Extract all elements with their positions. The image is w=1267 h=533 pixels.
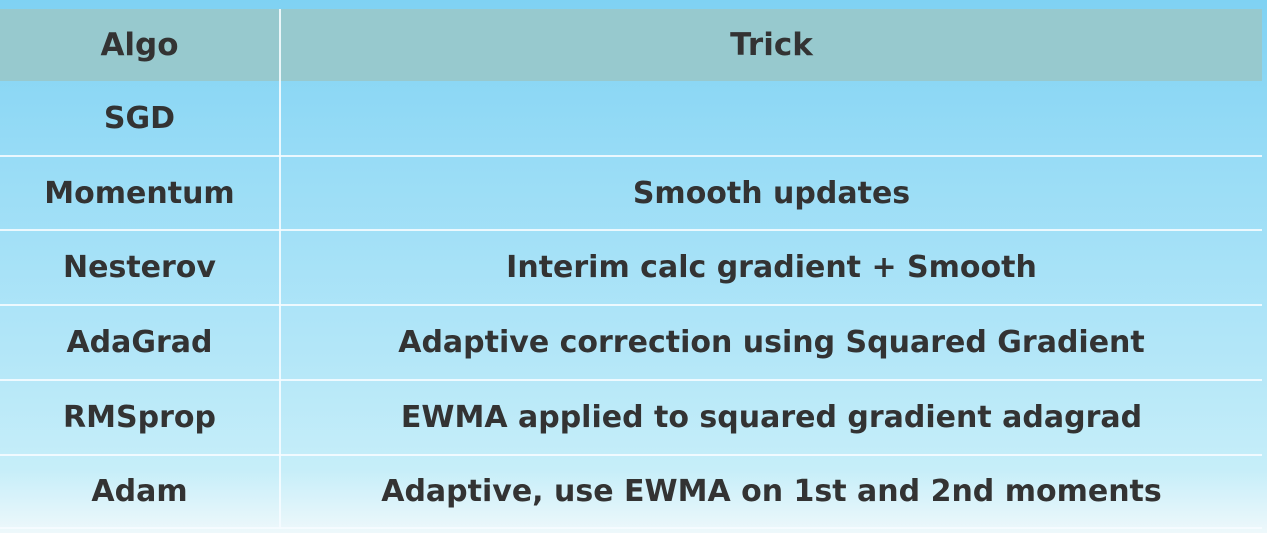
cell-algo: Momentum [44,175,235,211]
table-header-row: Algo Trick [0,9,1262,81]
row-divider [0,229,1262,231]
cell-algo: AdaGrad [66,325,213,360]
cell-trick: Adaptive correction using Squared Gradie… [398,325,1145,360]
cell-algo: SGD [103,100,176,136]
cell-trick: Interim calc gradient + Smooth [506,250,1037,285]
cell-trick: Smooth updates [632,175,911,211]
row-divider [0,379,1262,381]
row-divider [0,454,1262,456]
cell-trick [281,81,1262,155]
header-cell-algo: Algo [100,27,179,63]
row-divider [0,527,1262,529]
optimizer-table: Algo Trick SGD Momentum Smooth updates N… [0,9,1262,529]
row-divider [0,304,1262,306]
column-divider [279,9,281,529]
cell-trick: Adaptive, use EWMA on 1st and 2nd moment… [381,474,1162,509]
cell-algo: Adam [91,474,188,509]
cell-trick: EWMA applied to squared gradient adagrad [400,400,1143,435]
header-cell-trick: Trick [730,27,813,63]
cell-algo: Nesterov [63,250,216,285]
cell-algo: RMSprop [63,400,216,435]
row-divider [0,155,1262,157]
